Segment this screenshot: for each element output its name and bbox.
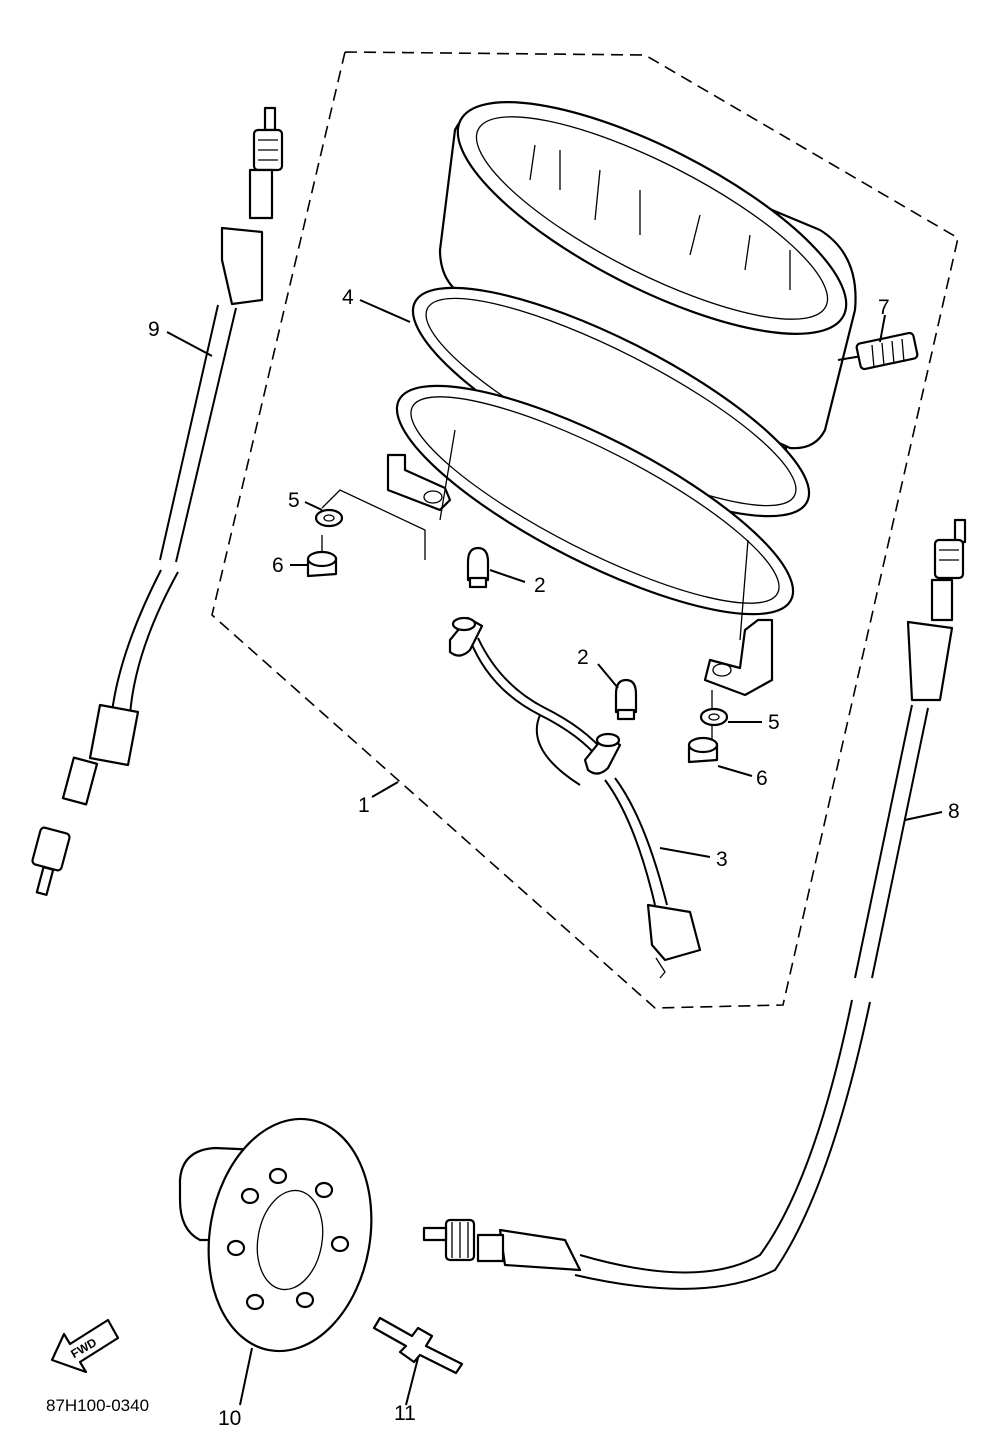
fwd-arrow-icon: FWD xyxy=(50,1318,120,1374)
callout-2-lower: 2 xyxy=(577,646,589,669)
grommet-left xyxy=(314,508,344,528)
callout-5-right: 5 xyxy=(768,711,780,734)
gear-unit xyxy=(178,1117,373,1353)
assembly-boundary xyxy=(211,51,959,1009)
leader-lines xyxy=(166,299,943,1406)
callout-5-left: 5 xyxy=(288,489,300,512)
callout-11: 11 xyxy=(394,1402,416,1425)
callout-6-right: 6 xyxy=(756,767,768,790)
drawing-code: 87H100-0340 xyxy=(46,1396,149,1415)
callout-6-left: 6 xyxy=(272,554,284,577)
wire-harness xyxy=(448,616,702,979)
collar-right xyxy=(687,736,719,764)
collar-left xyxy=(306,550,338,578)
meter-bracket xyxy=(386,384,795,697)
callout-9: 9 xyxy=(148,318,160,341)
callout-1: 1 xyxy=(358,794,370,817)
callout-3: 3 xyxy=(716,848,728,871)
meter-cable-left xyxy=(31,106,284,896)
meter-cable-right xyxy=(422,518,967,1290)
callout-2-upper: 2 xyxy=(534,574,546,597)
grommet-right xyxy=(699,707,729,727)
bulb-lower xyxy=(614,678,638,721)
callout-4: 4 xyxy=(342,286,354,309)
callout-7: 7 xyxy=(878,296,890,319)
callout-8: 8 xyxy=(948,800,960,823)
callout-10: 10 xyxy=(218,1407,241,1430)
drive-pin xyxy=(372,1316,464,1375)
trip-knob xyxy=(837,331,919,371)
bulb-upper xyxy=(466,546,490,589)
